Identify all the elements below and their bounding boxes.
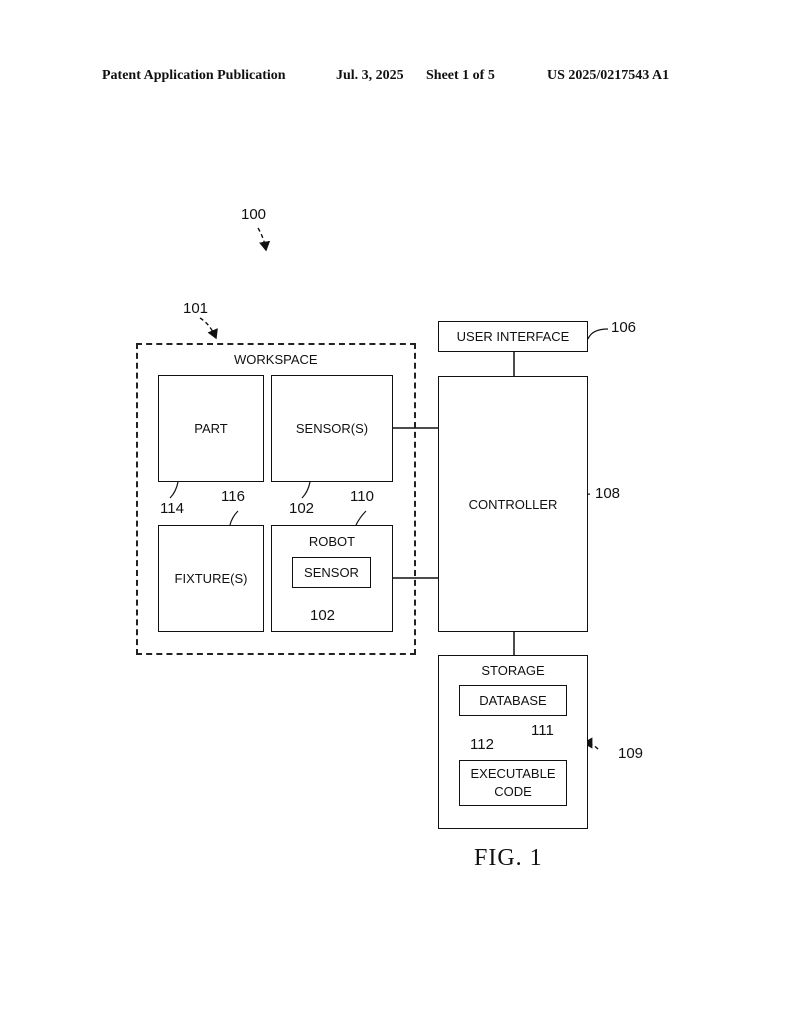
user-interface-label: USER INTERFACE — [456, 329, 570, 344]
fixtures-leader — [229, 510, 239, 526]
part-leader — [169, 481, 179, 499]
publication-number: US 2025/0217543 A1 — [547, 68, 670, 83]
publication-label: Patent Application Publication — [102, 68, 286, 83]
sensors-ref: 102 — [289, 500, 315, 517]
sensors-block: SENSOR(S) — [271, 375, 393, 482]
sheet-number: Sheet 1 of 5 — [426, 68, 495, 83]
workspace-ref: 101 — [183, 300, 209, 317]
part-block: PART — [158, 375, 264, 482]
executable-code-block: EXECUTABLE CODE — [459, 760, 567, 806]
controller-block: CONTROLLER — [438, 376, 588, 632]
controller-ref: 108 — [595, 485, 621, 502]
sensors-leader — [301, 481, 311, 499]
figure-caption: FIG. 1 — [474, 845, 543, 871]
robot-sensor-label: SENSOR — [304, 565, 359, 580]
code-ref: 111 — [531, 722, 554, 739]
database-ref: 112 — [470, 736, 494, 753]
sensors-label: SENSOR(S) — [295, 421, 369, 436]
part-label: PART — [194, 421, 228, 436]
robot-sensor-ref: 102 — [310, 607, 336, 624]
user-interface-ref: 106 — [611, 319, 637, 336]
user-interface-block: USER INTERFACE — [438, 321, 588, 352]
fixtures-label: FIXTURE(S) — [174, 571, 248, 586]
executable-code-label-line2: CODE — [494, 784, 532, 799]
controller-label: CONTROLLER — [468, 496, 558, 512]
system-ref-arrow — [257, 227, 271, 252]
part-ref: 114 — [160, 500, 184, 517]
robot-label: ROBOT — [308, 534, 356, 549]
robot-leader — [355, 510, 367, 526]
user-interface-leader — [587, 328, 609, 340]
storage-ref: 109 — [618, 745, 644, 762]
workspace-ref-arrow — [199, 317, 218, 340]
executable-code-label-line1: EXECUTABLE — [470, 766, 556, 781]
database-block: DATABASE — [459, 685, 567, 716]
database-label: DATABASE — [479, 693, 547, 708]
robot-ref: 110 — [350, 488, 374, 505]
fixtures-ref: 116 — [221, 488, 245, 505]
robot-sensor-block: SENSOR — [292, 557, 371, 588]
workspace-boundary — [136, 343, 416, 655]
workspace-label: WORKSPACE — [234, 352, 318, 367]
publication-date: Jul. 3, 2025 — [336, 68, 404, 83]
storage-label: STORAGE — [481, 663, 545, 678]
fixtures-block: FIXTURE(S) — [158, 525, 264, 632]
system-ref: 100 — [241, 206, 267, 223]
